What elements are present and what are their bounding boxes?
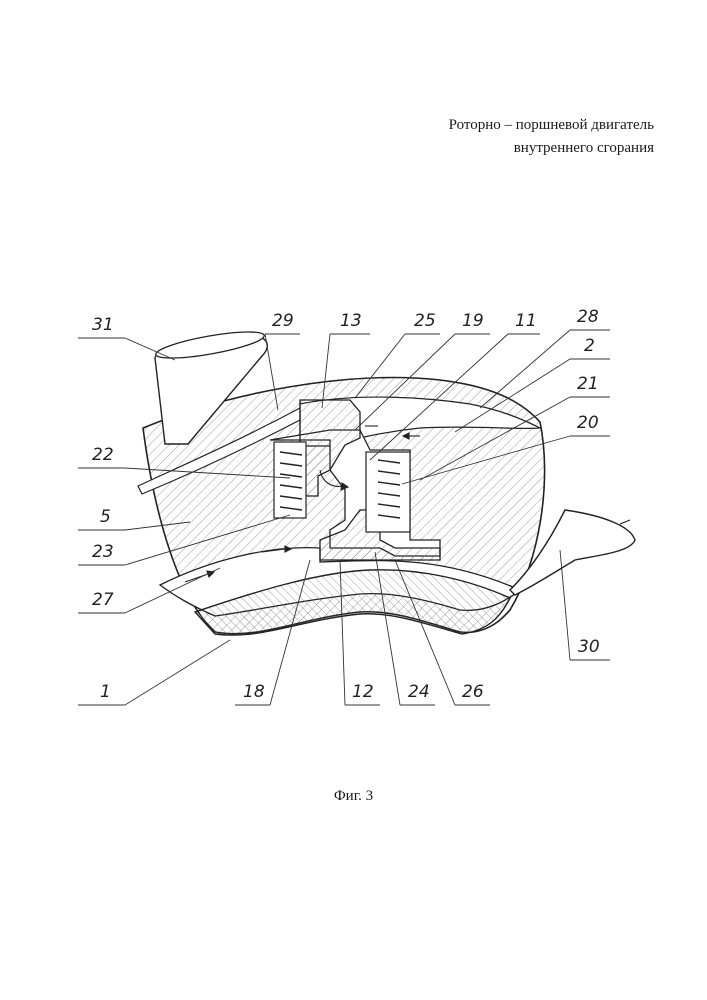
label-2: 2 [584, 336, 595, 356]
label-30: 30 [578, 637, 600, 657]
figure-caption: Фиг. 3 [0, 788, 707, 805]
label-25: 25 [414, 311, 436, 331]
label-27: 27 [92, 590, 114, 610]
label-18: 18 [243, 682, 265, 702]
label-22: 22 [92, 445, 114, 465]
label-26: 26 [462, 682, 484, 702]
label-28: 28 [577, 307, 599, 327]
label-19: 19 [462, 311, 484, 331]
spring-left [274, 442, 306, 518]
label-23: 23 [92, 542, 114, 562]
label-5: 5 [100, 507, 111, 527]
label-13: 13 [340, 311, 362, 331]
label-11: 11 [515, 311, 537, 331]
label-31: 31 [92, 315, 114, 335]
label-29: 29 [272, 311, 294, 331]
label-20: 20 [577, 413, 599, 433]
label-21: 21 [577, 374, 599, 394]
label-24: 24 [408, 682, 430, 702]
label-12: 12 [352, 682, 374, 702]
spring-right [366, 452, 410, 532]
label-1: 1 [100, 682, 111, 702]
